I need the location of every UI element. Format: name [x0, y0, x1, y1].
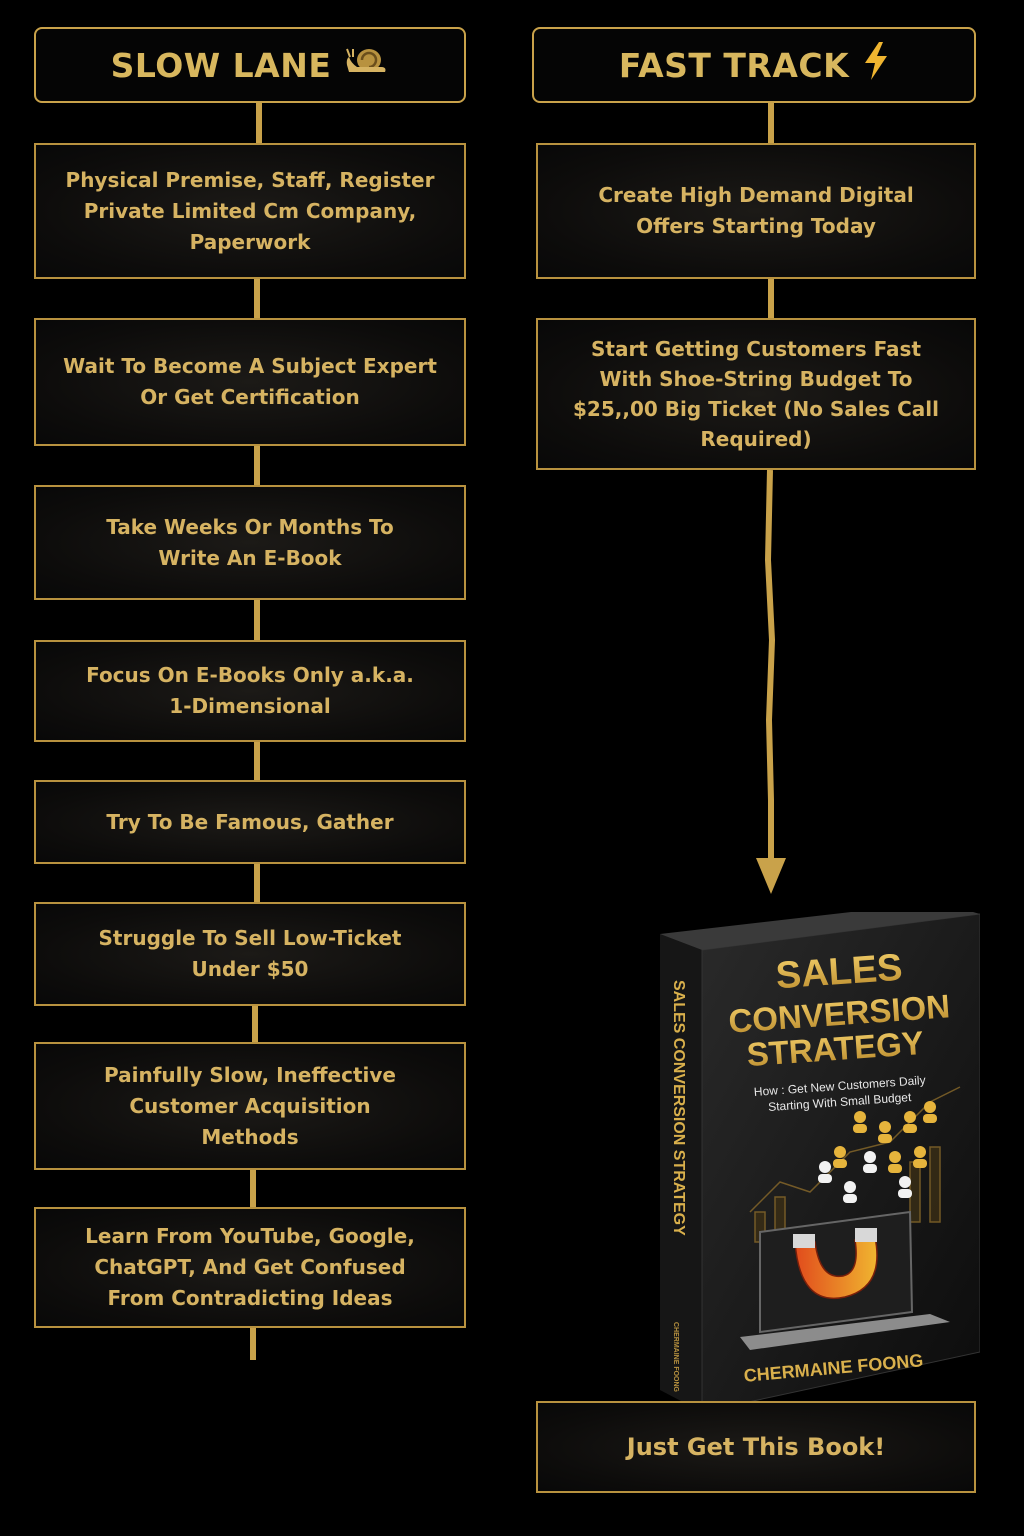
slow-lane-step: Learn From YouTube, Google, ChatGPT, And…	[34, 1207, 466, 1328]
step-text: Take Weeks Or Months To Write An E-Book	[106, 514, 394, 570]
slow-lane-step: Physical Premise, Staff, Register Privat…	[34, 143, 466, 279]
slow-lane-step: Take Weeks Or Months To Write An E-Book	[34, 485, 466, 600]
step-text: Painfully Slow, Ineffective Customer Acq…	[103, 1062, 396, 1149]
step-text: Create High Demand Digital Offers Starti…	[598, 183, 914, 238]
step-text: Focus On E-Books Only a.k.a. 1-Dimension…	[86, 663, 414, 718]
slow-lane-step: Try To Be Famous, Gather	[34, 780, 466, 864]
step-text: Physical Premise, Staff, Register Privat…	[65, 167, 435, 254]
book-cover-image: SALES CONVERSION STRATEGY How : Get New …	[660, 912, 980, 1412]
step-text: Learn From YouTube, Google, ChatGPT, And…	[85, 1224, 415, 1310]
connector-line	[764, 469, 776, 862]
fast-track-header: FAST TRACK	[532, 27, 976, 103]
step-text: Start Getting Customers Fast With Shoe-S…	[573, 337, 939, 451]
book-spine-title: SALES CONVERSION STRATEGY	[670, 980, 687, 1236]
get-book-cta: Just Get This Book!	[536, 1401, 976, 1493]
lightning-bolt-icon	[863, 42, 889, 88]
fast-track-step: Start Getting Customers Fast With Shoe-S…	[536, 318, 976, 470]
slow-lane-step: Wait To Become A Subject Expert Or Get C…	[34, 318, 466, 446]
slow-lane-title: SLOW LANE	[110, 45, 332, 85]
book-spine	[660, 934, 702, 1412]
fast-track-title: FAST TRACK	[618, 45, 850, 85]
step-text: Try To Be Famous, Gather	[106, 809, 394, 834]
fast-track-step: Create High Demand Digital Offers Starti…	[536, 143, 976, 279]
arrow-head-icon	[756, 858, 786, 894]
snail-icon	[345, 45, 389, 85]
step-text: Struggle To Sell Low-Ticket Under $50	[98, 926, 402, 981]
slow-lane-step: Painfully Slow, Ineffective Customer Acq…	[34, 1042, 466, 1170]
cta-text: Just Get This Book!	[626, 1432, 886, 1461]
book-spine-author: CHERMAINE FOONG	[672, 1322, 679, 1393]
slow-lane-step: Struggle To Sell Low-Ticket Under $50	[34, 902, 466, 1006]
step-text: Wait To Become A Subject Expert Or Get C…	[63, 354, 437, 409]
slow-lane-step: Focus On E-Books Only a.k.a. 1-Dimension…	[34, 640, 466, 742]
slow-lane-header: SLOW LANE	[34, 27, 466, 103]
book-title-line-1: SALES	[775, 947, 904, 998]
